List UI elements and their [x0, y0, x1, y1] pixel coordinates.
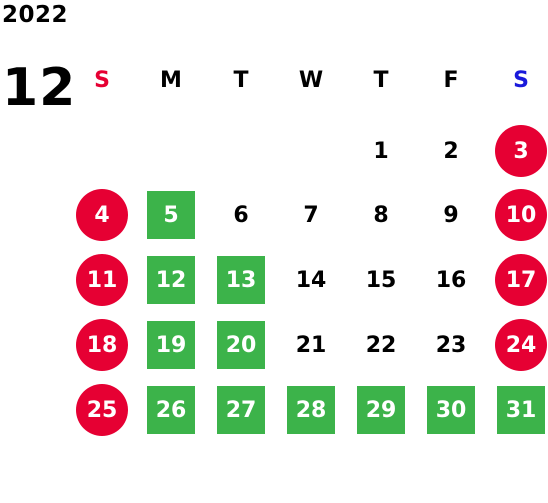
calendar-day-7: 7 [303, 202, 319, 228]
calendar-day-10: 10 [495, 189, 547, 241]
calendar-day-20: 20 [217, 321, 265, 369]
calendar-day-16: 16 [435, 267, 467, 293]
calendar-day-8: 8 [373, 202, 389, 228]
weekday-header-tue: T [233, 68, 249, 93]
weekday-header-thu: T [373, 68, 389, 93]
calendar-day-31: 31 [497, 386, 545, 434]
calendar-day-12: 12 [147, 256, 195, 304]
calendar-day-22: 22 [365, 332, 397, 358]
calendar-day-11: 11 [76, 254, 128, 306]
calendar-day-14: 14 [295, 267, 327, 293]
weekday-header-sun: S [94, 68, 110, 93]
calendar-day-24: 24 [495, 319, 547, 371]
calendar-day-13: 13 [217, 256, 265, 304]
calendar-day-25: 25 [76, 384, 128, 436]
weekday-header-mon: M [160, 68, 182, 93]
calendar-day-3: 3 [495, 125, 547, 177]
weekday-header-wed: W [298, 68, 324, 93]
calendar-day-18: 18 [76, 319, 128, 371]
weekday-header-sat: S [513, 68, 529, 93]
calendar-day-19: 19 [147, 321, 195, 369]
calendar-day-15: 15 [365, 267, 397, 293]
calendar-day-1: 1 [373, 138, 389, 164]
calendar-day-4: 4 [76, 189, 128, 241]
calendar-day-2: 2 [443, 138, 459, 164]
calendar-day-26: 26 [147, 386, 195, 434]
calendar-day-30: 30 [427, 386, 475, 434]
calendar-day-29: 29 [357, 386, 405, 434]
weekday-header-fri: F [443, 68, 459, 93]
calendar-day-21: 21 [295, 332, 327, 358]
month-number: 12 [2, 58, 77, 118]
calendar-day-6: 6 [233, 202, 249, 228]
calendar-day-9: 9 [443, 202, 459, 228]
year-label: 2022 [2, 2, 69, 28]
calendar-day-5: 5 [147, 191, 195, 239]
calendar-day-23: 23 [435, 332, 467, 358]
calendar-day-27: 27 [217, 386, 265, 434]
calendar-day-28: 28 [287, 386, 335, 434]
calendar-day-17: 17 [495, 254, 547, 306]
